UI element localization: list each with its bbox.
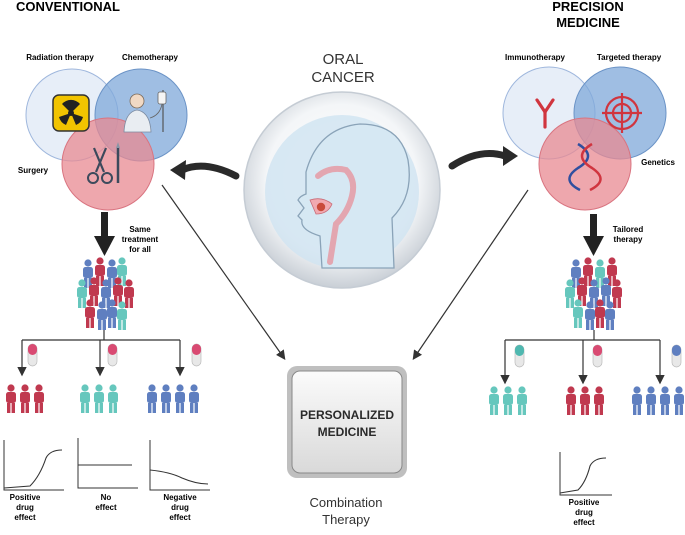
- arrow-conventional-to-box: [161, 184, 286, 360]
- arrow-precision-to-box: [412, 189, 529, 360]
- precision-group-blue: [632, 386, 684, 415]
- precision-positive-line2: drug: [575, 508, 593, 517]
- surgery-label: Surgery: [18, 166, 49, 175]
- arrow-to-precision: [448, 150, 509, 170]
- plot-positive: [3, 440, 64, 491]
- precision-positive-line1: Positive: [569, 498, 600, 507]
- surgery-circle: [61, 117, 155, 211]
- conventional-venn: Radiation therapy Chemotherapy Surgery: [18, 53, 188, 211]
- negative-label-line3: effect: [169, 513, 191, 522]
- conventional-branches: [17, 330, 185, 377]
- conventional-title: CONVENTIONAL: [16, 0, 120, 14]
- precision-group-teal: [489, 386, 527, 415]
- precision-crowd: [565, 257, 622, 330]
- tumor-icon: [316, 202, 326, 212]
- negative-label-line2: drug: [171, 503, 189, 512]
- surgery-tools-icon: [87, 142, 120, 184]
- conventional-pills: [27, 343, 202, 367]
- precision-positive-line3: effect: [573, 518, 595, 527]
- plot-precision-positive: [559, 452, 612, 496]
- center-title-line1: ORAL: [323, 51, 364, 68]
- conventional-down-arrow: [94, 212, 115, 256]
- box-title-line2: MEDICINE: [318, 425, 377, 439]
- negative-label-line1: Negative: [163, 493, 197, 502]
- positive-label-line2: drug: [16, 503, 34, 512]
- tailored-line2: therapy: [614, 235, 643, 244]
- precision-title-line1: PRECISION: [552, 0, 624, 14]
- same-treatment-line3: for all: [129, 245, 151, 254]
- radiation-icon: [52, 94, 90, 132]
- precision-title-line2: MEDICINE: [556, 15, 620, 30]
- arrow-to-conventional: [178, 162, 240, 180]
- conventional-group-negative: [147, 384, 199, 413]
- antibody-icon: [535, 98, 555, 129]
- plot-negative: [149, 440, 210, 491]
- precision-pills: [514, 344, 682, 368]
- positive-label-line1: Positive: [10, 493, 41, 502]
- conventional-group-positive: [6, 384, 44, 413]
- precision-down-arrow: [583, 214, 604, 256]
- genetics-label: Genetics: [641, 158, 675, 167]
- personalized-medicine-box: PERSONALIZED MEDICINE: [287, 366, 407, 478]
- target-icon: [602, 93, 642, 133]
- same-treatment-line1: Same: [129, 225, 151, 234]
- precision-branches: [500, 330, 665, 385]
- precision-group-crimson: [566, 386, 604, 415]
- plot-no-effect: [77, 438, 138, 489]
- precision-venn: Immunotherapy Targeted therapy Genetics: [502, 53, 675, 211]
- immuno-label: Immunotherapy: [505, 53, 566, 62]
- center-title-line2: CANCER: [311, 69, 375, 86]
- chemo-label: Chemotherapy: [122, 53, 179, 62]
- chemo-patient-icon: [123, 90, 167, 133]
- combination-caption-line2: Therapy: [322, 512, 370, 527]
- dna-icon: [568, 142, 602, 192]
- box-title-line1: PERSONALIZED: [300, 408, 394, 422]
- tailored-line1: Tailored: [613, 225, 644, 234]
- targeted-label: Targeted therapy: [597, 53, 662, 62]
- no-effect-label-line2: effect: [95, 503, 117, 512]
- positive-label-line3: effect: [14, 513, 36, 522]
- oral-cancer-sphere: [243, 91, 441, 289]
- combination-caption-line1: Combination: [310, 495, 383, 510]
- conventional-crowd: [77, 257, 134, 330]
- conventional-group-none: [80, 384, 118, 413]
- radiation-label: Radiation therapy: [26, 53, 94, 62]
- same-treatment-line2: treatment: [122, 235, 159, 244]
- no-effect-label-line1: No: [101, 493, 112, 502]
